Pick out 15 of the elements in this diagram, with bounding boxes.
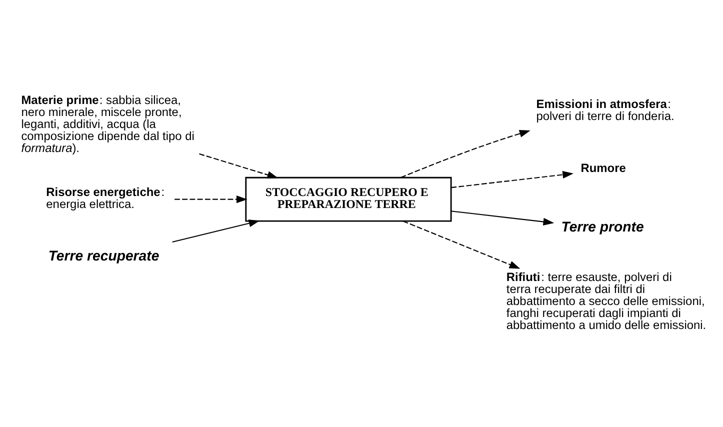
arrow [451, 170, 574, 188]
node-box: STOCCAGGIO RECUPERO E PREPARAZIONE TERRE [245, 176, 452, 222]
node-text: Materie prime: sabbia silicea, nero minerale, miscele pronte, leganti, additivi, acqua (la composizione dipende dal tipo di formatura). [21, 92, 194, 154]
arrow [174, 195, 248, 203]
arrow [402, 220, 520, 268]
node-text: Emissioni in atmosfera: polveri di terre di fonderia. [536, 96, 674, 122]
node-text: Terre pronte [561, 218, 644, 234]
node-text: Risorse energetiche: energia elettrica. [46, 184, 165, 210]
arrow [199, 152, 278, 178]
node-text: Rifiuti: terre esauste, polveri di terra recuperate dai filtri di abbattimento a secco delle emissioni, fanghi recuperati dagli impianti di abbattimento a umido delle emissioni. [506, 270, 706, 332]
node-text: Terre recuperate [48, 247, 160, 264]
node-text: Rumore [580, 160, 626, 174]
arrow [451, 210, 554, 226]
arrow [400, 130, 530, 178]
arrow [172, 219, 260, 242]
